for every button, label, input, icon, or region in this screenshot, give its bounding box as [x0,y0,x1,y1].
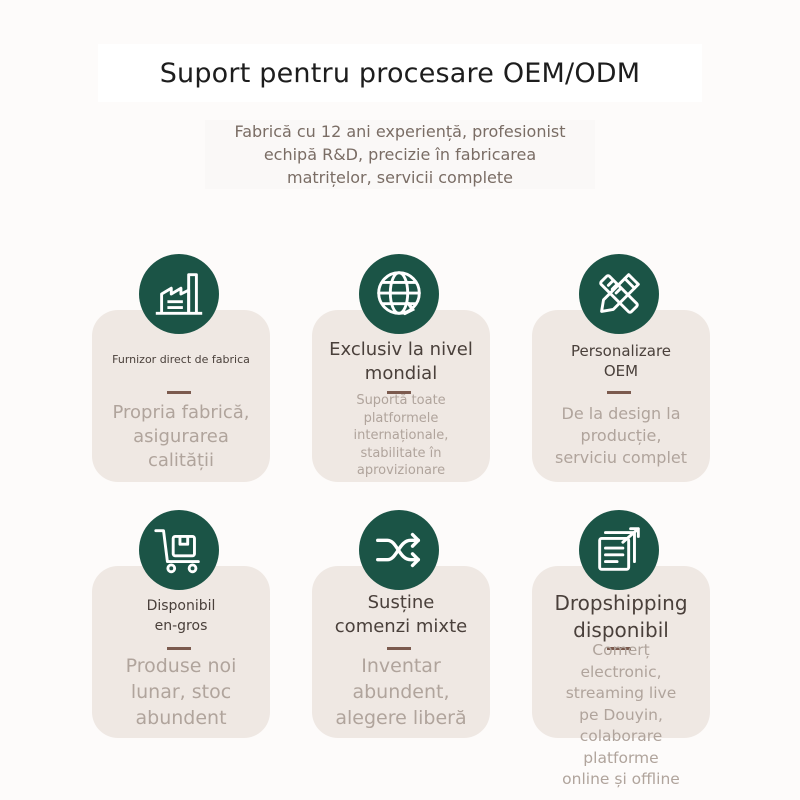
feature-divider [387,647,411,650]
feature-card-dropshipping [532,566,710,738]
feature-title: Personalizare OEM [570,342,672,380]
title-band: Suport pentru procesare OEM/ODM [98,44,702,102]
cart-icon [139,510,219,590]
feature-card-wholesale [92,566,270,738]
feature-divider [167,647,191,650]
globe-icon [359,254,439,334]
feature-description: De la design la producție, serviciu comp… [554,404,688,467]
feature-description: Suportă toate platformele internaționale… [353,393,449,478]
feature-description: Propria fabrică, asigurarea calității [112,402,250,471]
subtitle-line: Fabrică cu 12 ani experiență, profesioni… [234,122,566,141]
feature-card-mixed-orders [312,566,490,738]
feature-divider [607,391,631,394]
feature-title: Furnizor direct de fabrica [112,353,250,366]
feature-title: Exclusiv la nivel mondial [329,339,473,384]
feature-card-factory-direct [92,310,270,482]
page-subtitle: Fabrică cu 12 ani experiență, profesioni… [205,120,595,189]
feature-description: Comerț electronic, streaming live pe Dou… [562,641,680,788]
feature-description: Produse noi lunar, stoc abundent [125,655,237,729]
feature-description: Inventar abundent, alegere liberă [335,655,467,729]
share-document-icon [579,510,659,590]
feature-title: Susține comenzi mixte [334,592,468,637]
feature-card-global-exclusive [312,310,490,482]
feature-card-oem-customization [532,310,710,482]
page-title: Suport pentru procesare OEM/ODM [159,57,641,89]
shuffle-icon [359,510,439,590]
feature-divider [167,391,191,394]
subtitle-line: echipă R&D, precizie în fabricarea [263,145,537,164]
feature-title: Dropshipping disponibil [554,591,688,642]
subtitle-line: matrițelor, servicii complete [287,168,513,187]
feature-divider [387,391,411,394]
factory-icon [139,254,219,334]
feature-divider [607,647,631,650]
feature-title: Disponibil en-gros [146,598,216,634]
pencil-ruler-icon [579,254,659,334]
